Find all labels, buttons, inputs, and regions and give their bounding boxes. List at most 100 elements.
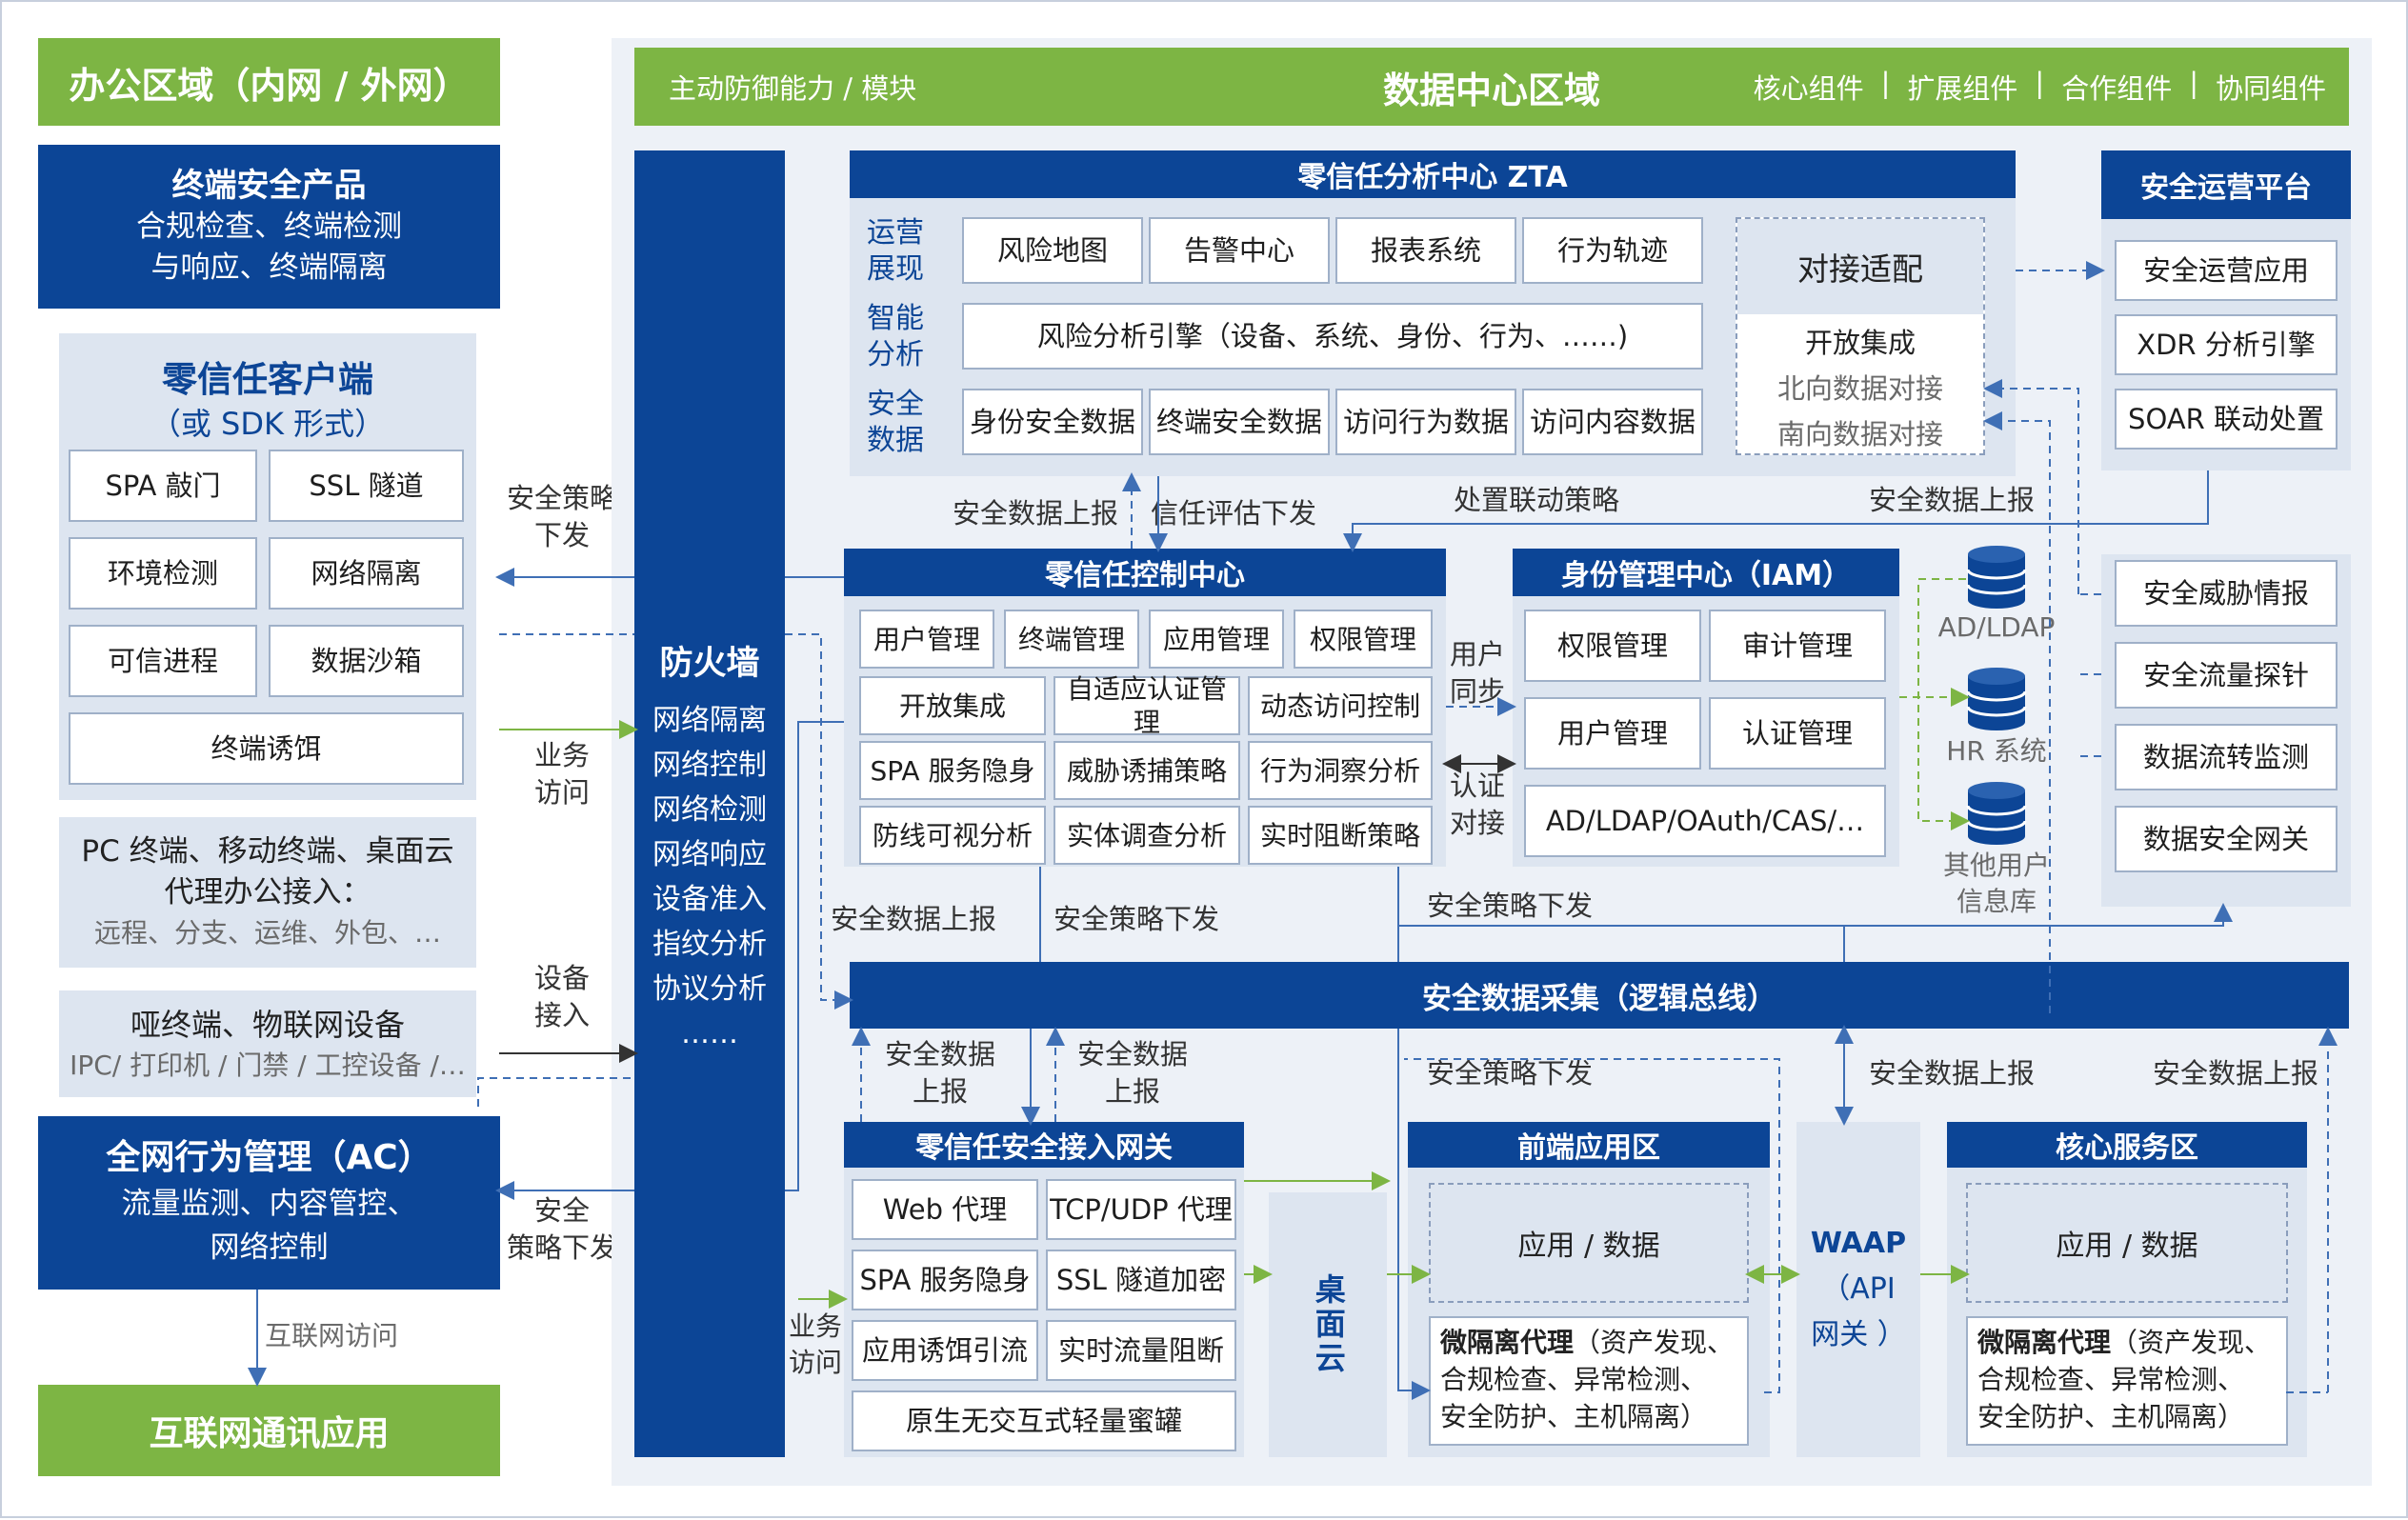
policy-label-2: 安全策略下发 bbox=[506, 1194, 617, 1265]
firewall-title: 防火墙 bbox=[659, 645, 760, 683]
zta-ops-item: 报表系统 bbox=[1335, 217, 1516, 284]
gateway-item: SPA 服务隐身 bbox=[852, 1250, 1038, 1310]
client-item-process: 可信进程 bbox=[69, 625, 257, 697]
firewall-item: 指纹分析 bbox=[652, 928, 767, 961]
control-item: SPA 服务隐身 bbox=[859, 741, 1046, 800]
firewall-item: …… bbox=[681, 1017, 738, 1050]
flow-label: 安全策略下发 bbox=[1054, 903, 1220, 935]
waap-gateway: WAAP （API 网关 ） bbox=[1796, 1122, 1920, 1457]
zta-row-label-analysis: 智能分析 bbox=[867, 302, 924, 371]
firewall-item: 网络控制 bbox=[652, 749, 767, 782]
gateway-item: Web 代理 bbox=[852, 1179, 1038, 1240]
terminal-security-product: 终端安全产品 合规检查、终端检测 与响应、终端隔离 bbox=[38, 145, 500, 309]
zta-center: 零信任分析中心 ZTA 运营展现 智能分析 安全数据 风险地图 告警中心 报表系… bbox=[850, 150, 2016, 476]
control-item: 开放集成 bbox=[859, 676, 1046, 735]
flow-label: 安全数据上报 bbox=[831, 903, 997, 935]
control-item: 防线可视分析 bbox=[859, 806, 1046, 865]
flow-label: 安全数据上报 bbox=[953, 497, 1119, 530]
soc-item: SOAR 联动处置 bbox=[2115, 389, 2338, 450]
database-icon bbox=[1966, 782, 2027, 845]
zt-client-panel: 零信任客户端 （或 SDK 形式） SPA 敲门 SSL 隧道 环境检测 网络隔… bbox=[59, 333, 476, 800]
firewall-item: 协议分析 bbox=[652, 972, 767, 1006]
firewall-item: 网络响应 bbox=[652, 838, 767, 871]
collab-components: 安全威胁情报 安全流量探针 数据流转监测 数据安全网关 bbox=[2101, 554, 2351, 907]
adapter-title: 对接适配 bbox=[1737, 219, 1983, 314]
datacenter-header: 主动防御能力 / 模块 数据中心区域 核心组件| 扩展组件| 合作组件| 协同组… bbox=[634, 48, 2349, 126]
control-item: 应用管理 bbox=[1149, 610, 1284, 669]
flow-label: 安全策略下发 bbox=[1427, 890, 1594, 922]
pc-line1: PC 终端、移动终端、桌面云 bbox=[81, 833, 454, 869]
right-item: 安全威胁情报 bbox=[2115, 560, 2338, 627]
iam-title: 身份管理中心（IAM） bbox=[1513, 549, 1899, 596]
db-label: AD/LDAP bbox=[1937, 611, 2056, 643]
client-item-decoy: 终端诱饵 bbox=[69, 712, 464, 785]
adapter-north: 北向数据对接 bbox=[1776, 372, 1943, 405]
zt-control-center: 零信任控制中心 用户管理 终端管理 应用管理 权限管理 开放集成 自适应认证管理… bbox=[844, 549, 1446, 867]
core-app-data: 应用 / 数据 bbox=[1966, 1183, 2288, 1303]
iam-protocols: AD/LDAP/OAuth/CAS/… bbox=[1524, 785, 1886, 857]
control-item: 权限管理 bbox=[1294, 610, 1433, 669]
legend-core: 核心组件 bbox=[1753, 72, 1864, 105]
front-app-data: 应用 / 数据 bbox=[1429, 1183, 1749, 1303]
database-icon bbox=[1966, 668, 2027, 730]
business-access-label: 业务访问 bbox=[533, 739, 590, 810]
iam-item: 认证管理 bbox=[1709, 697, 1886, 770]
right-item: 数据流转监测 bbox=[2115, 724, 2338, 790]
control-item: 用户管理 bbox=[859, 610, 994, 669]
iam-item: 权限管理 bbox=[1524, 610, 1701, 682]
client-item-spa: SPA 敲门 bbox=[69, 450, 257, 522]
iam-center: 身份管理中心（IAM） 权限管理 审计管理 用户管理 认证管理 AD/LDAP/… bbox=[1513, 549, 1899, 867]
soc-item: XDR 分析引擎 bbox=[2115, 314, 2338, 375]
adapter-south: 南向数据对接 bbox=[1776, 418, 1943, 450]
zta-engine: 风险分析引擎（设备、系统、身份、行为、……) bbox=[962, 303, 1703, 370]
gateway-item: TCP/UDP 代理 bbox=[1046, 1179, 1236, 1240]
device-access-label: 设备接入 bbox=[533, 962, 590, 1032]
firewall: 防火墙 网络隔离 网络控制 网络检测 网络响应 设备准入 指纹分析 协议分析 …… bbox=[634, 150, 785, 1457]
database-icon bbox=[1966, 546, 2027, 609]
zta-data-item: 身份安全数据 bbox=[962, 389, 1143, 455]
pc-line2: 代理办公接入： bbox=[164, 875, 371, 910]
gateway-honeypot: 原生无交互式轻量蜜罐 bbox=[852, 1390, 1236, 1451]
core-service-zone: 核心服务区 应用 / 数据 微隔离代理（资产发现、 合规检查、异常检测、 安全防… bbox=[1947, 1122, 2307, 1457]
internet-access-label: 互联网访问 bbox=[265, 1320, 399, 1351]
zta-ops-item: 行为轨迹 bbox=[1522, 217, 1703, 284]
control-title: 零信任控制中心 bbox=[844, 549, 1446, 596]
control-item: 威胁诱捕策略 bbox=[1054, 741, 1240, 800]
dumb-line1: 哑终端、物联网设备 bbox=[130, 1007, 405, 1043]
pc-terminals: PC 终端、移动终端、桌面云 代理办公接入： 远程、分支、运维、外包、… bbox=[59, 817, 476, 968]
zta-data-item: 访问内容数据 bbox=[1522, 389, 1703, 455]
policy-label-1: 安全策略下发 bbox=[506, 482, 617, 552]
core-micro-isolation: 微隔离代理（资产发现、 合规检查、异常检测、 安全防护、主机隔离） bbox=[1966, 1316, 2288, 1446]
client-item-sandbox: 数据沙箱 bbox=[269, 625, 464, 697]
client-item-env: 环境检测 bbox=[69, 537, 257, 610]
pc-line3: 远程、分支、运维、外包、… bbox=[93, 917, 441, 950]
zta-data-item: 访问行为数据 bbox=[1335, 389, 1516, 455]
client-item-isolation: 网络隔离 bbox=[269, 537, 464, 610]
datacenter-title: 数据中心区域 bbox=[1382, 70, 1600, 111]
ac-title: 全网行为管理（AC） bbox=[106, 1138, 432, 1178]
flow-label: 安全策略下发 bbox=[1427, 1057, 1594, 1090]
firewall-item: 网络检测 bbox=[652, 793, 767, 827]
office-zone-header: 办公区域（内网 / 外网） bbox=[38, 38, 500, 126]
control-item: 实时阻断策略 bbox=[1248, 806, 1433, 865]
auth-label: 认证对接 bbox=[1449, 770, 1505, 840]
flow-label: 安全数据上报 bbox=[1076, 1038, 1188, 1109]
ac-behavior-management: 全网行为管理（AC） 流量监测、内容管控、 网络控制 bbox=[38, 1116, 500, 1290]
db-label-other: 其他用户信息库 bbox=[1942, 850, 2050, 917]
firewall-item: 网络隔离 bbox=[652, 704, 767, 737]
legend-partner: 合作组件 bbox=[2061, 72, 2173, 105]
ac-line2: 网络控制 bbox=[210, 1230, 329, 1266]
soc-platform: 安全运营平台 安全运营应用 XDR 分析引擎 SOAR 联动处置 bbox=[2101, 150, 2351, 470]
front-app-zone: 前端应用区 应用 / 数据 微隔离代理（资产发现、 合规检查、异常检测、 安全防… bbox=[1408, 1122, 1770, 1457]
front-micro-isolation: 微隔离代理（资产发现、 合规检查、异常检测、 安全防护、主机隔离） bbox=[1429, 1316, 1749, 1446]
right-item: 安全流量探针 bbox=[2115, 642, 2338, 709]
zt-access-gateway: 零信任安全接入网关 Web 代理 TCP/UDP 代理 SPA 服务隐身 SSL… bbox=[844, 1122, 1244, 1457]
control-item: 实体调查分析 bbox=[1054, 806, 1240, 865]
flow-label: 安全数据上报 bbox=[1869, 1057, 2036, 1090]
flow-label: 信任评估下发 bbox=[1151, 497, 1317, 530]
control-item: 自适应认证管理 bbox=[1054, 673, 1240, 738]
control-item: 动态访问控制 bbox=[1248, 676, 1433, 735]
zta-adapter: 对接适配 开放集成 北向数据对接 南向数据对接 bbox=[1736, 217, 1985, 455]
adapter-open: 开放集成 bbox=[1804, 327, 1916, 359]
